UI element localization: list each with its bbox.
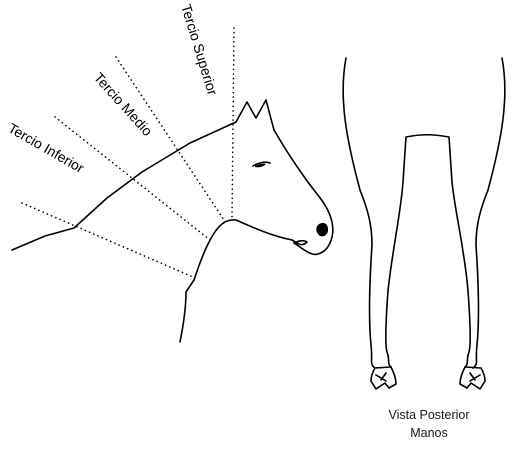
caption-manos: Manos: [410, 426, 448, 440]
neck-region-labels: Tercio Inferior Tercio Medio Tercio Supe…: [6, 2, 222, 176]
right-hoof: [460, 367, 485, 389]
right-leg-inner: [465, 291, 470, 367]
left-leg-outer: [343, 58, 375, 368]
legs-caption: Vista Posterior Manos: [388, 408, 469, 440]
label-tercio-inferior: Tercio Inferior: [6, 120, 88, 176]
horse-ears: [236, 100, 274, 130]
horse-nostril: [316, 223, 328, 237]
label-tercio-superior: Tercio Superior: [178, 2, 221, 97]
left-leg-inner: [386, 291, 391, 367]
right-leg-outer: [473, 58, 505, 368]
front-legs-rear-view: [343, 58, 505, 389]
horse-head-neck: [12, 100, 333, 342]
horse-jaw-line: [194, 220, 292, 280]
left-hoof: [371, 367, 396, 389]
label-tercio-medio: Tercio Medio: [91, 69, 156, 139]
caption-vista-posterior: Vista Posterior: [388, 408, 469, 422]
chest-inner-line: [388, 135, 468, 291]
horse-chest-line: [180, 280, 194, 342]
division-line-inferior: [22, 203, 193, 277]
